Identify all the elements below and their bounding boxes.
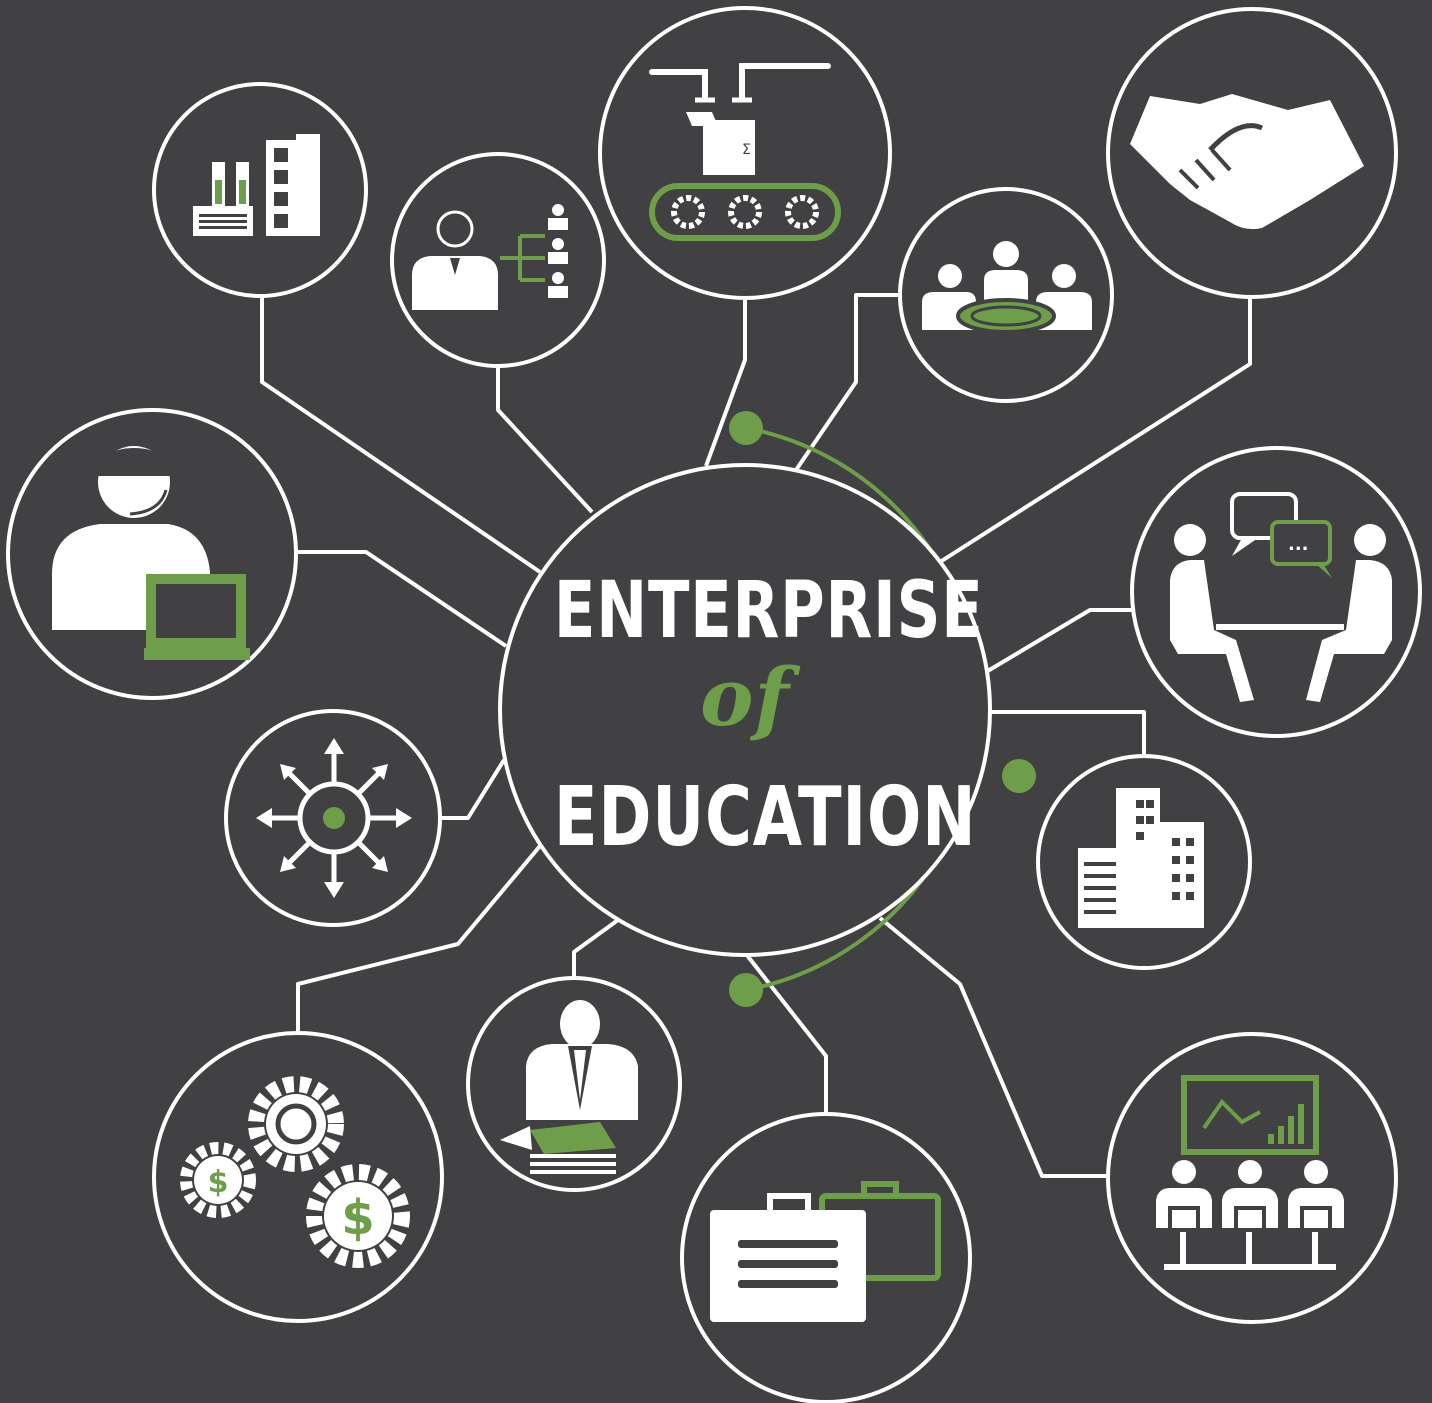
- org-hierarchy-icon: [412, 204, 568, 310]
- conversation-icon: ...: [1170, 492, 1392, 702]
- node-factory: [152, 82, 368, 298]
- factory-icon: [193, 134, 320, 236]
- svg-text:Σ: Σ: [742, 142, 751, 158]
- accent-dot-right: [1002, 759, 1036, 793]
- node-finance: [152, 1031, 444, 1323]
- accent-dot-bottom: [729, 973, 763, 1007]
- businessman-papers-icon: [500, 1000, 638, 1174]
- support-agent-laptop-icon: [52, 446, 250, 660]
- gears-dollar-icon: $ $: [180, 1076, 410, 1268]
- title-education: EDUCATION: [553, 770, 977, 865]
- connector-lines: [260, 293, 1252, 1178]
- accent-dot-top: [729, 411, 763, 445]
- title-of: of: [700, 650, 790, 744]
- svg-text:$: $: [341, 1190, 374, 1246]
- office-buildings-icon: [1078, 788, 1204, 928]
- distribution-arrows-icon: [256, 738, 412, 898]
- handshake-icon: [1130, 94, 1364, 230]
- team-meeting-table-icon: [922, 241, 1092, 334]
- node-hierarchy: [390, 152, 606, 368]
- presentation-audience-icon: [1156, 1075, 1344, 1270]
- svg-text:...: ...: [1288, 534, 1309, 555]
- briefcase-icon: [710, 1181, 941, 1322]
- node-conversation: [1130, 446, 1422, 738]
- conveyor-robot-icon: Σ: [649, 63, 841, 241]
- center-circle: [498, 463, 992, 957]
- title-enterprise: ENTERPRISE: [553, 566, 984, 656]
- svg-text:$: $: [208, 1165, 229, 1200]
